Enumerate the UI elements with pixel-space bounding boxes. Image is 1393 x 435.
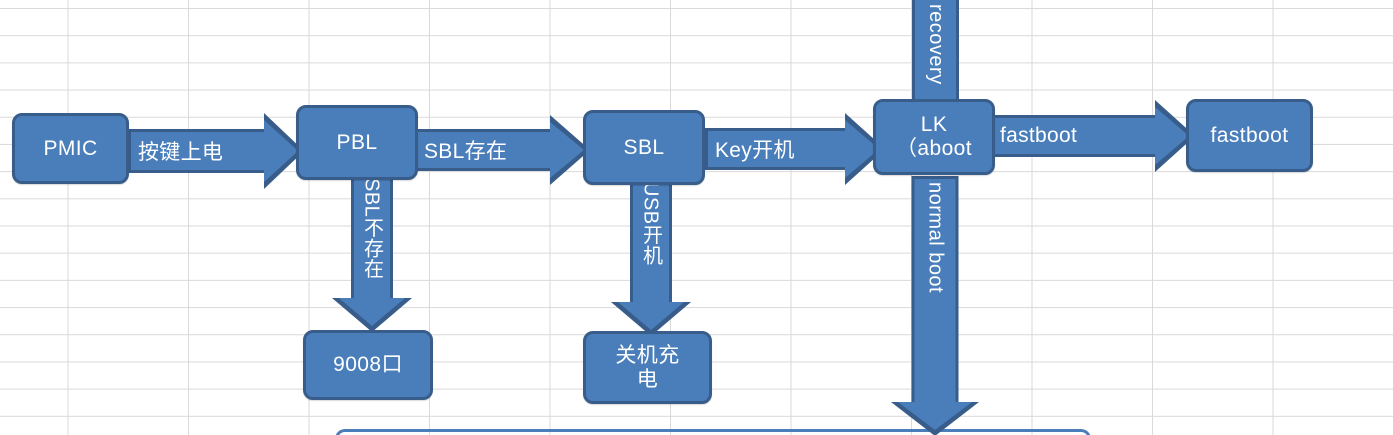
node-label-pmic: PMIC: [43, 136, 98, 160]
arrow-shaft: [705, 128, 849, 170]
node-label-off-charging: 关机充 电: [615, 343, 680, 391]
node-label-9008-port: 9008口: [333, 353, 403, 377]
arrow-head: [332, 298, 412, 332]
arrow-shaft: [911, 176, 959, 404]
arrow-shaft: [630, 176, 672, 304]
edge-label-key-boot: Key开机: [715, 139, 795, 162]
edge-lk-to-recovery[interactable]: recovery: [912, 0, 959, 108]
node-pmic[interactable]: PMIC: [12, 113, 129, 184]
edge-pbl-to-9008[interactable]: SBL不存在: [313, 172, 431, 332]
arrow-shaft: [990, 115, 1158, 157]
node-label-pbl: PBL: [336, 130, 378, 154]
edge-label-power-key: 按键上电: [138, 141, 224, 164]
edge-label-sbl-missing: SBL不存在: [360, 178, 383, 279]
node-label-fastboot: fastboot: [1210, 123, 1289, 147]
arrow-head: [611, 302, 691, 336]
edge-lk-to-fastboot[interactable]: fastboot: [990, 100, 1195, 172]
node-fastboot[interactable]: fastboot: [1186, 99, 1313, 172]
arrow-shaft: [351, 172, 393, 300]
edge-pbl-to-sbl[interactable]: SBL存在: [414, 115, 590, 185]
node-label-lk-aboot: LK （aboot: [896, 113, 972, 160]
edge-pmic-to-pbl[interactable]: 按键上电: [128, 113, 304, 189]
edge-lk-to-normal-boot[interactable]: normal boot: [876, 176, 994, 435]
node-pbl[interactable]: PBL: [296, 105, 418, 180]
edge-label-sbl-exists: SBL存在: [424, 140, 508, 163]
edge-sbl-to-lk[interactable]: Key开机: [705, 113, 885, 185]
edge-sbl-to-offcharge[interactable]: USB开机: [592, 176, 710, 336]
edge-label-usb-boot: USB开机: [639, 182, 662, 266]
node-off-charging[interactable]: 关机充 电: [583, 331, 712, 404]
arrow-head: [891, 402, 979, 435]
node-lk-aboot[interactable]: LK （aboot: [873, 99, 995, 175]
node-sbl[interactable]: SBL: [583, 110, 705, 185]
node-label-sbl: SBL: [623, 135, 665, 159]
edge-label-recovery: recovery: [925, 4, 947, 85]
arrow-shaft: [128, 129, 270, 173]
node-9008-port[interactable]: 9008口: [303, 330, 433, 400]
edge-label-normal-boot: normal boot: [924, 182, 947, 294]
edge-label-fastboot: fastboot: [1000, 124, 1078, 147]
